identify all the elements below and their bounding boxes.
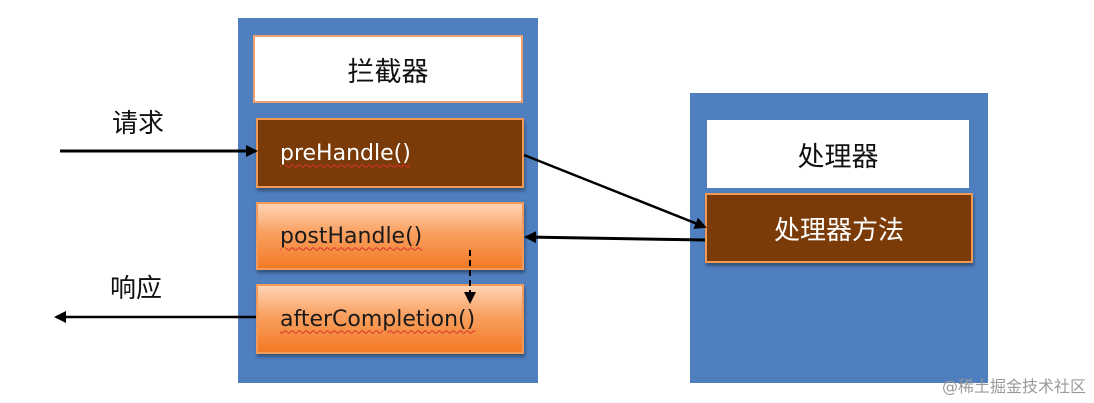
interceptor-title: 拦截器: [347, 56, 429, 88]
watermark-text: @稀土掘金技术社区: [941, 377, 1086, 396]
handler-title: 处理器: [797, 141, 879, 173]
handler-title-box: 处理器: [707, 120, 969, 188]
response-label: 响应: [110, 274, 163, 304]
prehandle-box: preHandle(): [256, 118, 524, 188]
aftercompletion-box: afterCompletion(): [256, 284, 524, 354]
handler-method-label: 处理器方法: [773, 215, 904, 246]
to-handler-arrow: [523, 153, 707, 229]
from-handler-arrow: [524, 231, 706, 244]
handler-method-box: 处理器方法: [705, 193, 973, 263]
prehandle-label: preHandle(): [280, 140, 411, 166]
posthandle-label: postHandle(): [280, 223, 423, 249]
interceptor-title-box: 拦截器: [253, 35, 523, 103]
posthandle-box: postHandle(): [256, 202, 524, 270]
request-label: 请求: [112, 109, 165, 139]
aftercompletion-label: afterCompletion(): [280, 306, 476, 332]
